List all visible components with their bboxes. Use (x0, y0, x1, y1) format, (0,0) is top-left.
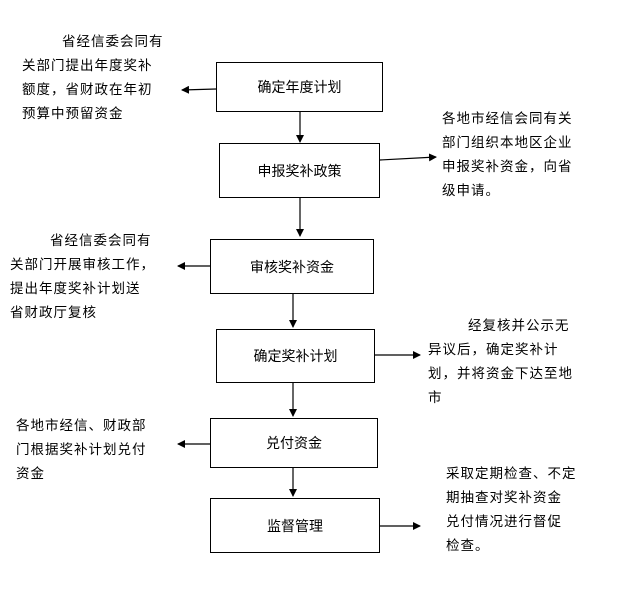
note-6-line: 采取定期检查、不定 (446, 466, 577, 482)
note-6-line: 兑付情况进行督促 (446, 514, 562, 530)
note-1-line: 额度，省财政在年初 (22, 82, 153, 98)
note-1-line: 省经信委会同有 (62, 34, 164, 50)
note-4-line: 划，并将资金下达至地 (428, 366, 573, 382)
step-box-4: 确定奖补计划 (216, 329, 375, 383)
note-2-line: 申报奖补资金，向省 (442, 159, 573, 175)
note-2-line: 部门组织本地区企业 (442, 135, 573, 151)
step-box-5: 兑付资金 (210, 418, 378, 468)
note-4-line: 异议后，确定奖补计 (428, 342, 559, 358)
note-3: 省经信委会同有 关部门开展审核工作， 提出年度奖补计划送 省财政厅复核 (10, 229, 155, 325)
note-4-line: 市 (428, 390, 443, 406)
note-5: 各地市经信、财政部 门根据奖补计划兑付 资金 (16, 414, 147, 486)
step-box-1: 确定年度计划 (216, 62, 383, 112)
note-2: 各地市经信会同有关 部门组织本地区企业 申报奖补资金，向省 级申请。 (442, 107, 573, 203)
arrow-step1-to-note1 (181, 85, 217, 94)
note-3-line: 关部门开展审核工作， (10, 257, 155, 273)
note-3-line: 省财政厅复核 (10, 305, 97, 321)
note-5-line: 门根据奖补计划兑付 (16, 442, 147, 458)
note-6: 采取定期检查、不定 期抽查对奖补资金 兑付情况进行督促 检查。 (446, 462, 577, 558)
note-1-line: 预算中预留资金 (22, 106, 124, 122)
note-4: 经复核并公示无 异议后，确定奖补计 划，并将资金下达至地 市 (428, 314, 573, 410)
note-3-line: 省经信委会同有 (50, 233, 152, 249)
arrow-step2-to-note2 (379, 153, 437, 162)
note-6-line: 期抽查对奖补资金 (446, 490, 562, 506)
note-1: 省经信委会同有 关部门提出年度奖补 额度，省财政在年初 预算中预留资金 (22, 30, 164, 126)
note-4-line: 经复核并公示无 (468, 318, 570, 334)
note-2-line: 级申请。 (442, 183, 500, 199)
note-3-line: 提出年度奖补计划送 (10, 281, 141, 297)
step-box-6: 监督管理 (210, 498, 380, 553)
note-1-line: 关部门提出年度奖补 (22, 58, 153, 74)
note-5-line: 各地市经信、财政部 (16, 418, 147, 434)
note-6-line: 检查。 (446, 538, 490, 554)
note-5-line: 资金 (16, 466, 45, 482)
note-2-line: 各地市经信会同有关 (442, 111, 573, 127)
step-box-2: 申报奖补政策 (219, 143, 380, 198)
step-box-3: 审核奖补资金 (210, 239, 374, 294)
